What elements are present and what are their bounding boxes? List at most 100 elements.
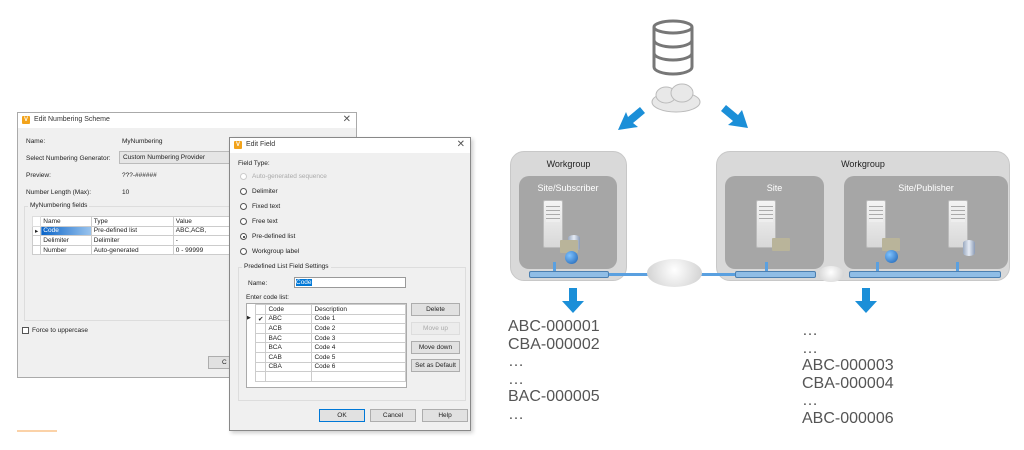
cloud-icon	[651, 83, 701, 113]
column-header[interactable]: Code	[265, 304, 313, 315]
arrow-down-left-icon	[618, 107, 645, 130]
cell[interactable]: BAC	[265, 332, 313, 344]
folder-icon	[560, 240, 578, 253]
fields-group-label: MyNumbering fields	[28, 202, 90, 209]
connector	[765, 262, 768, 272]
arrow-down-icon	[562, 288, 584, 313]
cell[interactable]: Number	[40, 244, 92, 256]
move-down-button[interactable]: Move down	[411, 341, 460, 354]
cell[interactable]: Code 3	[311, 332, 406, 344]
database-icon	[963, 240, 975, 256]
cell[interactable]: Delimiter	[40, 235, 92, 246]
cell[interactable]: Code 2	[311, 323, 406, 334]
workgroup-label: Workgroup	[546, 159, 591, 169]
set-as-default-button[interactable]: Set as Default	[411, 359, 460, 372]
top-diagram	[618, 19, 748, 130]
close-icon[interactable]: ✕	[456, 139, 465, 150]
uppercase-label: Force to uppercase	[32, 327, 89, 334]
folder-icon	[882, 238, 900, 251]
server-icon	[543, 200, 563, 248]
server-icon	[756, 200, 776, 248]
length-label: Number Length (Max):	[26, 189, 92, 196]
dialog-title: Edit Field	[246, 141, 276, 148]
name-value[interactable]: MyNumbering	[122, 138, 163, 145]
cell[interactable]: Code 5	[311, 351, 406, 363]
cell[interactable]: Code 4	[311, 342, 406, 353]
cell[interactable]: ACB	[265, 323, 313, 334]
cell[interactable]: Code 6	[311, 361, 406, 373]
ok-button[interactable]: OK	[319, 409, 365, 422]
radio-delimiter[interactable]	[240, 188, 247, 195]
option-label: Auto-generated sequence	[252, 173, 327, 180]
column-header[interactable]: Type	[90, 216, 174, 227]
uppercase-checkbox[interactable]	[22, 327, 29, 334]
radio-pre-defined-list[interactable]	[240, 233, 247, 240]
cloud-icon	[818, 266, 844, 282]
cloud-icon	[647, 259, 702, 287]
move-up-button[interactable]: Move up	[411, 322, 460, 335]
name-label: Name:	[248, 280, 268, 287]
name-input[interactable]: Code	[294, 277, 406, 288]
default-check-icon: ✔	[254, 313, 267, 325]
arrow-down-icon	[855, 288, 877, 313]
cell[interactable]: CAB	[265, 351, 313, 363]
generator-label: Select Numbering Generator:	[26, 155, 111, 162]
length-value[interactable]: 10	[122, 189, 130, 196]
option-label: Delimiter	[252, 188, 278, 195]
settings-group	[238, 267, 466, 401]
column-header[interactable]: Description	[311, 304, 406, 315]
cell[interactable]: CBA	[265, 361, 313, 373]
name-input-value: Code	[296, 279, 312, 286]
generator-select[interactable]: Custom Numbering Provider	[119, 151, 239, 164]
cancel-button[interactable]: Cancel	[370, 409, 416, 422]
column-header[interactable]: Name	[40, 216, 92, 227]
name-label: Name:	[26, 138, 46, 145]
cell[interactable]: Auto-generated	[90, 244, 174, 256]
delete-button[interactable]: Delete	[411, 303, 460, 316]
cell[interactable]: BCA	[265, 342, 313, 353]
globe-icon	[565, 251, 578, 264]
cell[interactable]: -	[172, 235, 233, 246]
network-bus	[735, 271, 816, 278]
cell[interactable]: Delimiter	[90, 235, 174, 246]
preview-label: Preview:	[26, 172, 51, 179]
cell[interactable]: ABC,ACB,	[172, 225, 233, 237]
close-icon[interactable]: ✕	[342, 114, 351, 125]
cell[interactable]: ABC	[265, 313, 313, 325]
folder-icon	[772, 238, 790, 251]
new-row[interactable]	[254, 371, 406, 382]
radio-workgroup-label[interactable]	[240, 248, 247, 255]
cell[interactable]: Code	[40, 225, 92, 237]
radio-free-text[interactable]	[240, 218, 247, 225]
dialog-title: Edit Numbering Scheme	[34, 116, 110, 123]
cell[interactable]: 0 - 99999	[172, 244, 233, 256]
site-label: Site/Subscriber	[537, 183, 599, 193]
radio-auto-generated[interactable]	[240, 173, 247, 180]
network-bus	[529, 271, 609, 278]
help-button[interactable]: Help	[422, 409, 468, 422]
connector	[956, 262, 959, 272]
cell[interactable]: Code 1	[311, 313, 406, 325]
generator-value: Custom Numbering Provider	[123, 154, 206, 161]
column-header[interactable]: Value	[172, 216, 233, 227]
cell[interactable]: Pre-defined list	[90, 225, 174, 237]
arrow-down-right-icon	[721, 105, 748, 128]
code-list-label: Enter code list:	[246, 294, 289, 301]
settings-group-label: Predefined List Field Settings	[242, 263, 331, 270]
connector	[876, 262, 879, 272]
connector	[553, 262, 556, 272]
radio-fixed-text[interactable]	[240, 203, 247, 210]
